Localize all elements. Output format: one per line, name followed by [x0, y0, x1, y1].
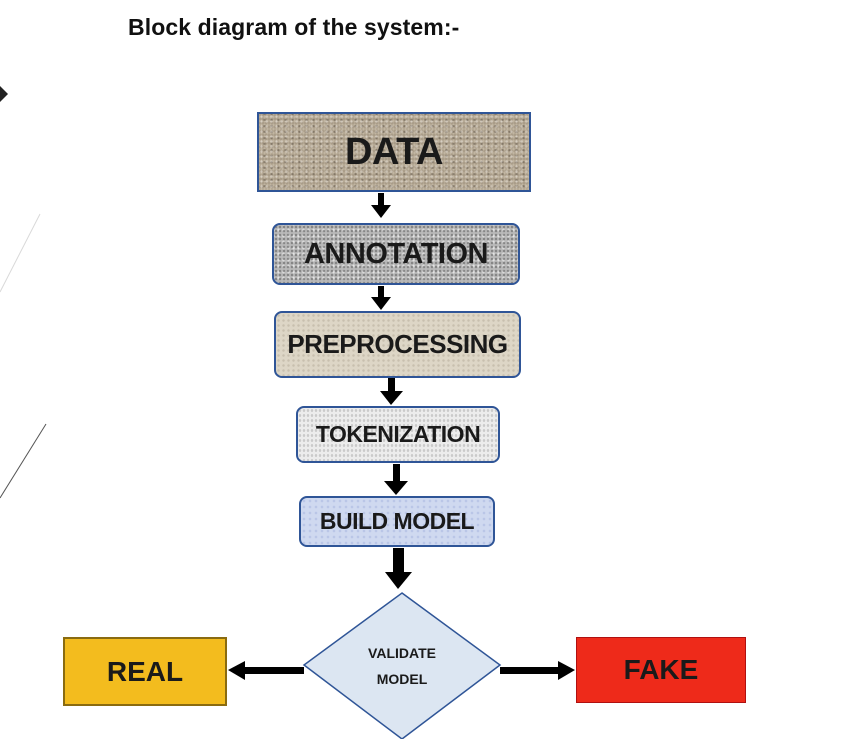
decorative-line — [0, 213, 41, 293]
triangle-right-icon — [0, 86, 8, 102]
validate-label-line1: VALIDATE — [368, 645, 436, 661]
arrow-tokenization-to-build-model — [384, 464, 408, 495]
arrow-build-model-to-validate — [385, 548, 412, 589]
node-build-model: BUILD MODEL — [299, 496, 495, 547]
arrow-validate-to-fake — [500, 661, 575, 680]
arrow-annotation-to-preprocessing — [371, 286, 391, 310]
node-validate-model-label: VALIDATE MODEL — [356, 640, 448, 692]
arrow-validate-to-real — [228, 661, 304, 680]
arrow-data-to-annotation — [371, 193, 391, 218]
node-real: REAL — [63, 637, 227, 706]
node-data: DATA — [257, 112, 531, 192]
validate-model-diamond — [302, 592, 502, 739]
page-title: Block diagram of the system:- — [128, 14, 460, 40]
decorative-line — [0, 423, 47, 499]
node-annotation: ANNOTATION — [272, 223, 520, 285]
node-fake: FAKE — [576, 637, 746, 703]
node-preprocessing: PREPROCESSING — [274, 311, 521, 378]
validate-label-line2: MODEL — [376, 671, 428, 687]
arrow-preprocessing-to-tokenization — [380, 378, 403, 405]
node-tokenization: TOKENIZATION — [296, 406, 500, 463]
